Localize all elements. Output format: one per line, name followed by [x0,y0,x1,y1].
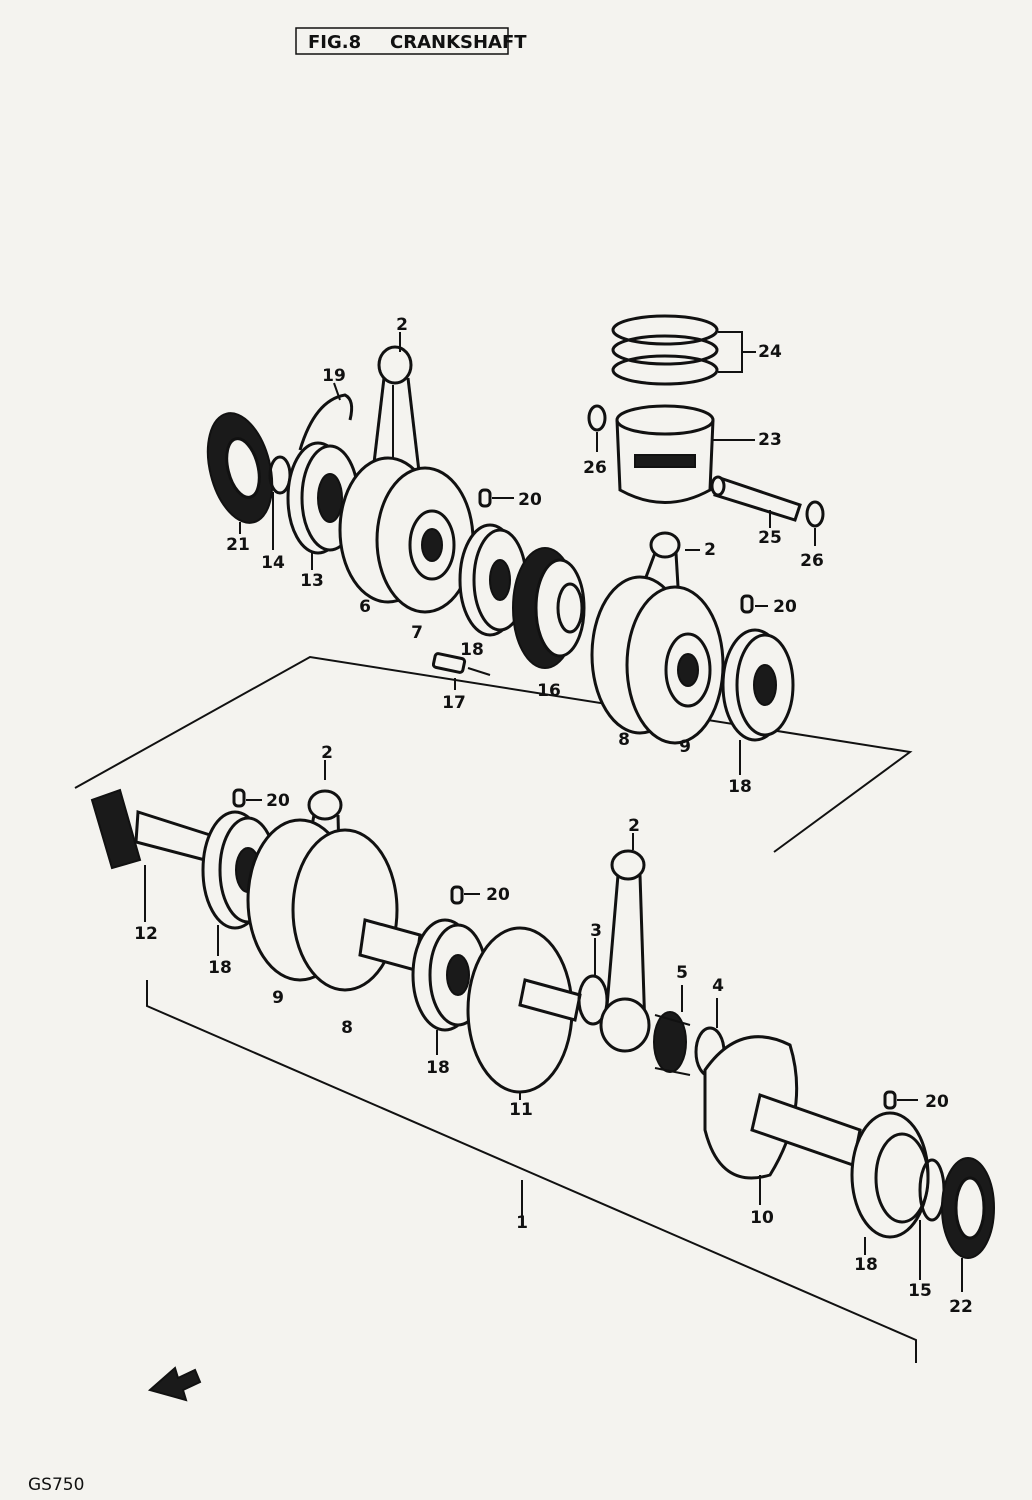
callout-18: 18 [460,640,484,660]
piston-rings-24 [611,314,756,386]
dowel-pin-20-b [740,594,754,614]
callout-18: 18 [208,958,232,978]
piston-23 [615,404,715,504]
callout-20: 20 [773,597,797,617]
oil-seal-22 [941,1157,995,1259]
callout-2: 2 [628,816,640,836]
crank-web-10 [703,1035,862,1180]
bearing-18-lower-b [411,918,488,1032]
callout-14: 14 [261,553,285,573]
callout-20: 20 [925,1092,949,1112]
callout-26: 26 [583,458,607,478]
callout-18: 18 [426,1058,450,1078]
callout-17: 17 [442,693,466,713]
callout-11: 11 [509,1100,533,1120]
callout-labels: 2 19 24 23 26 25 26 20 2 21 14 13 6 7 18… [134,315,973,1317]
dowel-pin-20-d [450,885,464,905]
callout-4: 4 [712,976,724,996]
needle-bearing-5 [653,1011,691,1076]
bearing-18-lower-c [850,1111,930,1239]
callout-12: 12 [134,924,158,944]
piston-pin-25 [710,475,802,522]
callout-15: 15 [908,1281,932,1301]
callout-10: 10 [750,1208,774,1228]
bolt-17 [431,652,491,676]
figure-number: FIG.8 [308,32,361,53]
callout-24: 24 [758,342,782,362]
figure-title: FIG.8 CRANKSHAFT [295,27,527,55]
callout-8: 8 [341,1018,353,1038]
callout-20: 20 [486,885,510,905]
oil-seal-21 [206,412,274,524]
model-label: GS750 [28,1475,84,1495]
bearing-18-upper-b [721,628,795,742]
callout-16: 16 [537,681,561,701]
callout-18: 18 [728,777,752,797]
callout-2: 2 [396,315,408,335]
callout-21: 21 [226,535,250,555]
dowel-pin-20-c [232,788,246,808]
connecting-rod-lower-right [599,849,651,1053]
circlip-26-b [805,500,825,528]
crank-web-6-7 [338,456,475,614]
callout-leaders [144,332,963,1292]
crank-web-11 [466,926,582,1094]
callout-13: 13 [300,571,324,591]
callout-8: 8 [618,730,630,750]
crank-web-8-9-lower [246,818,422,992]
callout-3: 3 [590,921,602,941]
circlip-26-a [587,404,607,432]
callout-7: 7 [411,623,423,643]
callout-2: 2 [704,540,716,560]
crank-end-shaft-12 [90,788,212,870]
figure-title-text: CRANKSHAFT [390,32,527,53]
callout-2: 2 [321,743,333,763]
callout-6: 6 [359,597,371,617]
callout-5: 5 [676,963,688,983]
front-direction-arrow-icon [147,1366,202,1402]
callout-1: 1 [516,1213,528,1233]
dowel-pin-20-e [883,1090,897,1110]
callout-19: 19 [322,366,346,386]
callout-9: 9 [272,988,284,1008]
callout-20: 20 [266,791,290,811]
crank-web-8-9-upper [590,575,725,745]
callout-9: 9 [679,737,691,757]
lower-assembly-bracket [146,980,917,1363]
callout-25: 25 [758,528,782,548]
callout-18: 18 [854,1255,878,1275]
dowel-pin-20-a [478,488,492,508]
gear-16 [512,547,586,669]
callout-20: 20 [518,490,542,510]
callout-23: 23 [758,430,782,450]
callout-26: 26 [800,551,824,571]
callout-22: 22 [949,1297,973,1317]
clip-19 [298,393,354,451]
